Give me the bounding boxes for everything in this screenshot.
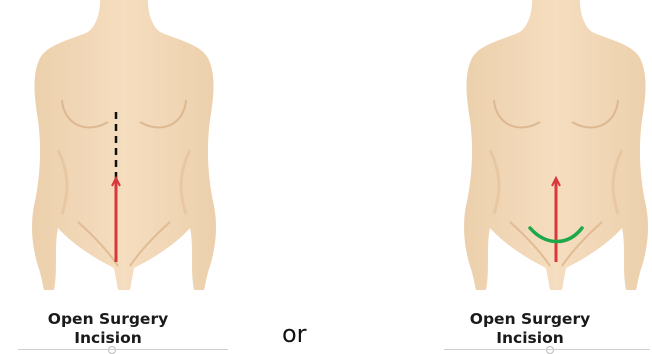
female-torso-illustration <box>18 0 230 310</box>
left-figure-panel <box>18 0 230 351</box>
separator-or-text: or <box>282 321 307 347</box>
left-caption: Open Surgery Incision <box>18 310 198 348</box>
right-figure-panel <box>450 0 652 351</box>
torso-shape <box>32 0 216 290</box>
left-caption-line1: Open Surgery <box>18 310 198 329</box>
female-torso-illustration <box>450 0 652 310</box>
right-caption: Open Surgery Incision <box>440 310 620 348</box>
right-caption-line1: Open Surgery <box>440 310 620 329</box>
right-caption-line2: Incision <box>440 329 620 348</box>
right-baseline <box>444 349 650 350</box>
left-baseline <box>18 349 228 350</box>
right-marker-ring <box>546 346 554 354</box>
left-caption-line2: Incision <box>18 329 198 348</box>
left-marker-ring <box>108 346 116 354</box>
